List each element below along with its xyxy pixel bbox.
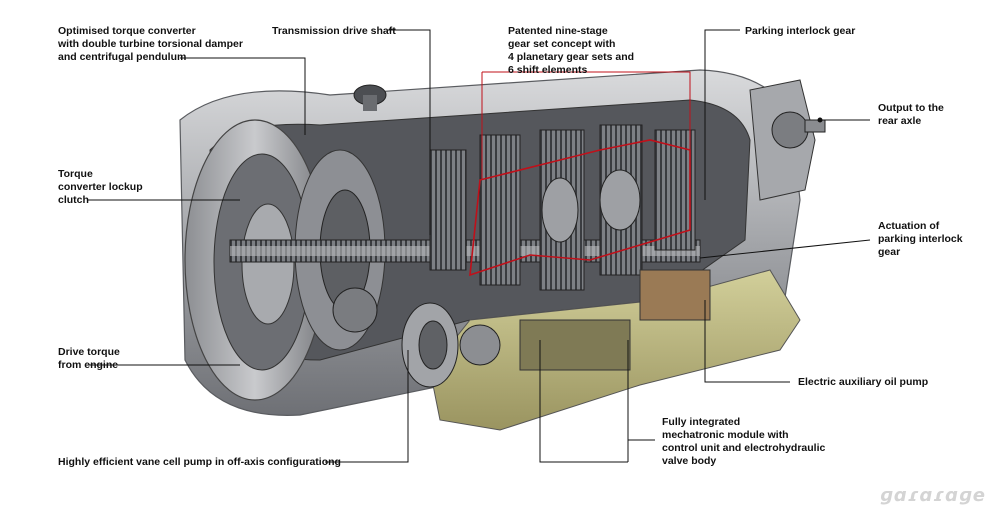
label-aux-oil-pump: Electric auxiliary oil pump	[798, 376, 929, 388]
label-actuation: Actuation of parking interlock gear	[878, 220, 963, 258]
watermark: ɡɑɾɑɾɑɡe	[879, 485, 986, 506]
filler-cap	[353, 84, 387, 111]
leader-lines	[88, 29, 871, 463]
label-torque-converter: Optimised torque converter with double t…	[58, 25, 243, 63]
label-output-axle: Output to the rear axle	[878, 102, 944, 127]
label-gear-set: Patented nine-stage gear set concept wit…	[508, 25, 635, 76]
label-parking-gear: Parking interlock gear	[745, 25, 856, 37]
label-lockup-clutch: Torque converter lockup clutch	[58, 168, 143, 206]
label-vane-pump: Highly efficient vane cell pump in off-a…	[58, 456, 341, 468]
label-mechatronic: Fully integrated mechatronic module with…	[662, 416, 826, 467]
gear-set-highlight	[469, 139, 691, 277]
gear-set-leaders	[481, 71, 691, 180]
label-drive-torque: Drive torque from engine	[58, 346, 120, 371]
oil-pan	[429, 269, 801, 431]
label-drive-shaft: Transmission drive shaft	[272, 25, 396, 37]
output-flange	[749, 79, 826, 201]
vane-pump	[401, 302, 501, 388]
